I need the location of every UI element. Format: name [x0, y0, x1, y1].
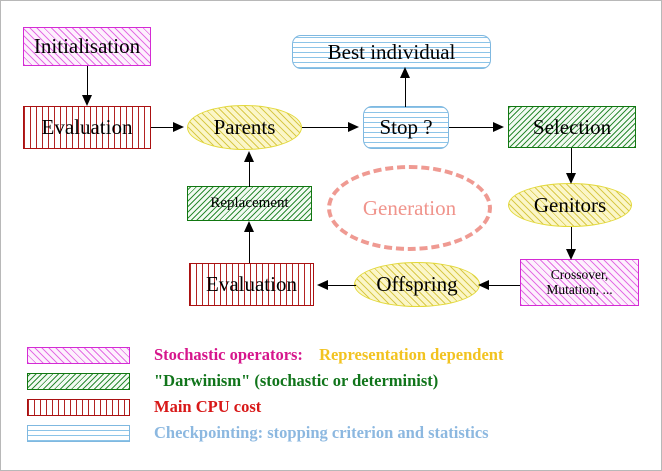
arrowhead-offspring-to-eval: [317, 280, 328, 290]
node-initialisation[interactable]: Initialisation: [23, 27, 151, 66]
node-parents[interactable]: Parents: [187, 105, 302, 150]
legend-row: Main CPU cost: [27, 394, 261, 420]
legend-label-stochastic-operators: Stochastic operators:: [154, 345, 303, 364]
node-offspring-label: Offspring: [376, 272, 458, 297]
edge-init-to-eval: [87, 66, 88, 100]
node-stop-label: Stop ?: [379, 115, 433, 140]
edge-eval-to-parents: [151, 127, 177, 128]
legend-text-stochastic-operators: Stochastic operators: Representation dep…: [154, 345, 503, 365]
legend-text-darwinism: "Darwinism" (stochastic or determinist): [154, 371, 438, 391]
node-stop[interactable]: Stop ?: [363, 106, 449, 149]
legend-label-representation-dependent: Representation dependent: [319, 345, 504, 364]
edge-stop-to-selection: [449, 127, 497, 128]
legend-swatch-stochastic-operators: [27, 346, 130, 364]
legend-row: "Darwinism" (stochastic or determinist): [27, 368, 438, 394]
legend-swatch-checkpointing: [27, 424, 130, 442]
arrowhead-eval-to-parents: [173, 122, 184, 132]
arrowhead-replacement-to-parents: [244, 151, 254, 162]
node-selection-label: Selection: [532, 114, 612, 139]
legend-label-checkpointing: Checkpointing: stopping criterion and st…: [154, 423, 489, 442]
node-initialisation-label: Initialisation: [33, 34, 141, 59]
node-replacement-label: Replacement: [210, 194, 289, 211]
arrowhead-selection-to-genitors: [566, 173, 576, 184]
node-best-individual-label: Best individual: [327, 39, 456, 64]
arrowhead-crossover-to-offspring: [478, 280, 489, 290]
node-best-individual[interactable]: Best individual: [292, 35, 491, 69]
node-generation-label: Generation: [362, 195, 457, 220]
arrowhead-parents-to-stop: [348, 122, 359, 132]
legend: Stochastic operators: Representation dep…: [1, 336, 661, 466]
node-crossover-mutation[interactable]: Crossover, Mutation, ...: [520, 259, 639, 306]
edge-selection-to-genitors: [571, 148, 572, 178]
node-evaluation-bottom-label: Evaluation: [206, 272, 297, 297]
node-genitors-label: Genitors: [533, 192, 607, 217]
node-parents-label: Parents: [213, 115, 276, 140]
node-generation: Generation: [327, 165, 492, 251]
node-evaluation-top[interactable]: Evaluation: [23, 106, 151, 149]
node-evaluation-top-label: Evaluation: [41, 115, 133, 140]
node-crossover-label-line1: Crossover,: [550, 267, 609, 283]
legend-row: Stochastic operators: Representation dep…: [27, 342, 503, 368]
node-crossover-label-line2: Mutation, ...: [546, 281, 613, 297]
legend-label-main-cpu-cost: Main CPU cost: [154, 397, 262, 416]
legend-text-main-cpu-cost: Main CPU cost: [154, 397, 261, 417]
edge-eval-to-replacement: [249, 229, 250, 263]
arrowhead-eval-to-replacement: [244, 221, 254, 232]
arrowhead-stop-to-best: [400, 67, 410, 78]
node-offspring[interactable]: Offspring: [354, 262, 480, 307]
arrowhead-genitors-to-crossover: [566, 249, 576, 260]
edge-crossover-to-offspring: [487, 285, 520, 286]
node-genitors[interactable]: Genitors: [508, 183, 632, 227]
node-replacement[interactable]: Replacement: [187, 186, 312, 221]
legend-label-darwinism: "Darwinism" (stochastic or determinist): [154, 371, 439, 390]
legend-text-checkpointing: Checkpointing: stopping criterion and st…: [154, 423, 489, 443]
arrowhead-stop-to-selection: [493, 122, 504, 132]
edge-replacement-to-parents: [249, 159, 250, 187]
edge-offspring-to-eval: [326, 285, 356, 286]
node-evaluation-bottom[interactable]: Evaluation: [189, 263, 314, 306]
edge-stop-to-best: [405, 73, 406, 107]
edge-parents-to-stop: [302, 127, 352, 128]
legend-swatch-main-cpu-cost: [27, 398, 130, 416]
arrowhead-init-to-eval: [82, 95, 92, 106]
legend-row: Checkpointing: stopping criterion and st…: [27, 420, 489, 446]
node-selection[interactable]: Selection: [508, 106, 636, 148]
edge-genitors-to-crossover: [571, 227, 572, 255]
legend-swatch-darwinism: [27, 372, 130, 390]
